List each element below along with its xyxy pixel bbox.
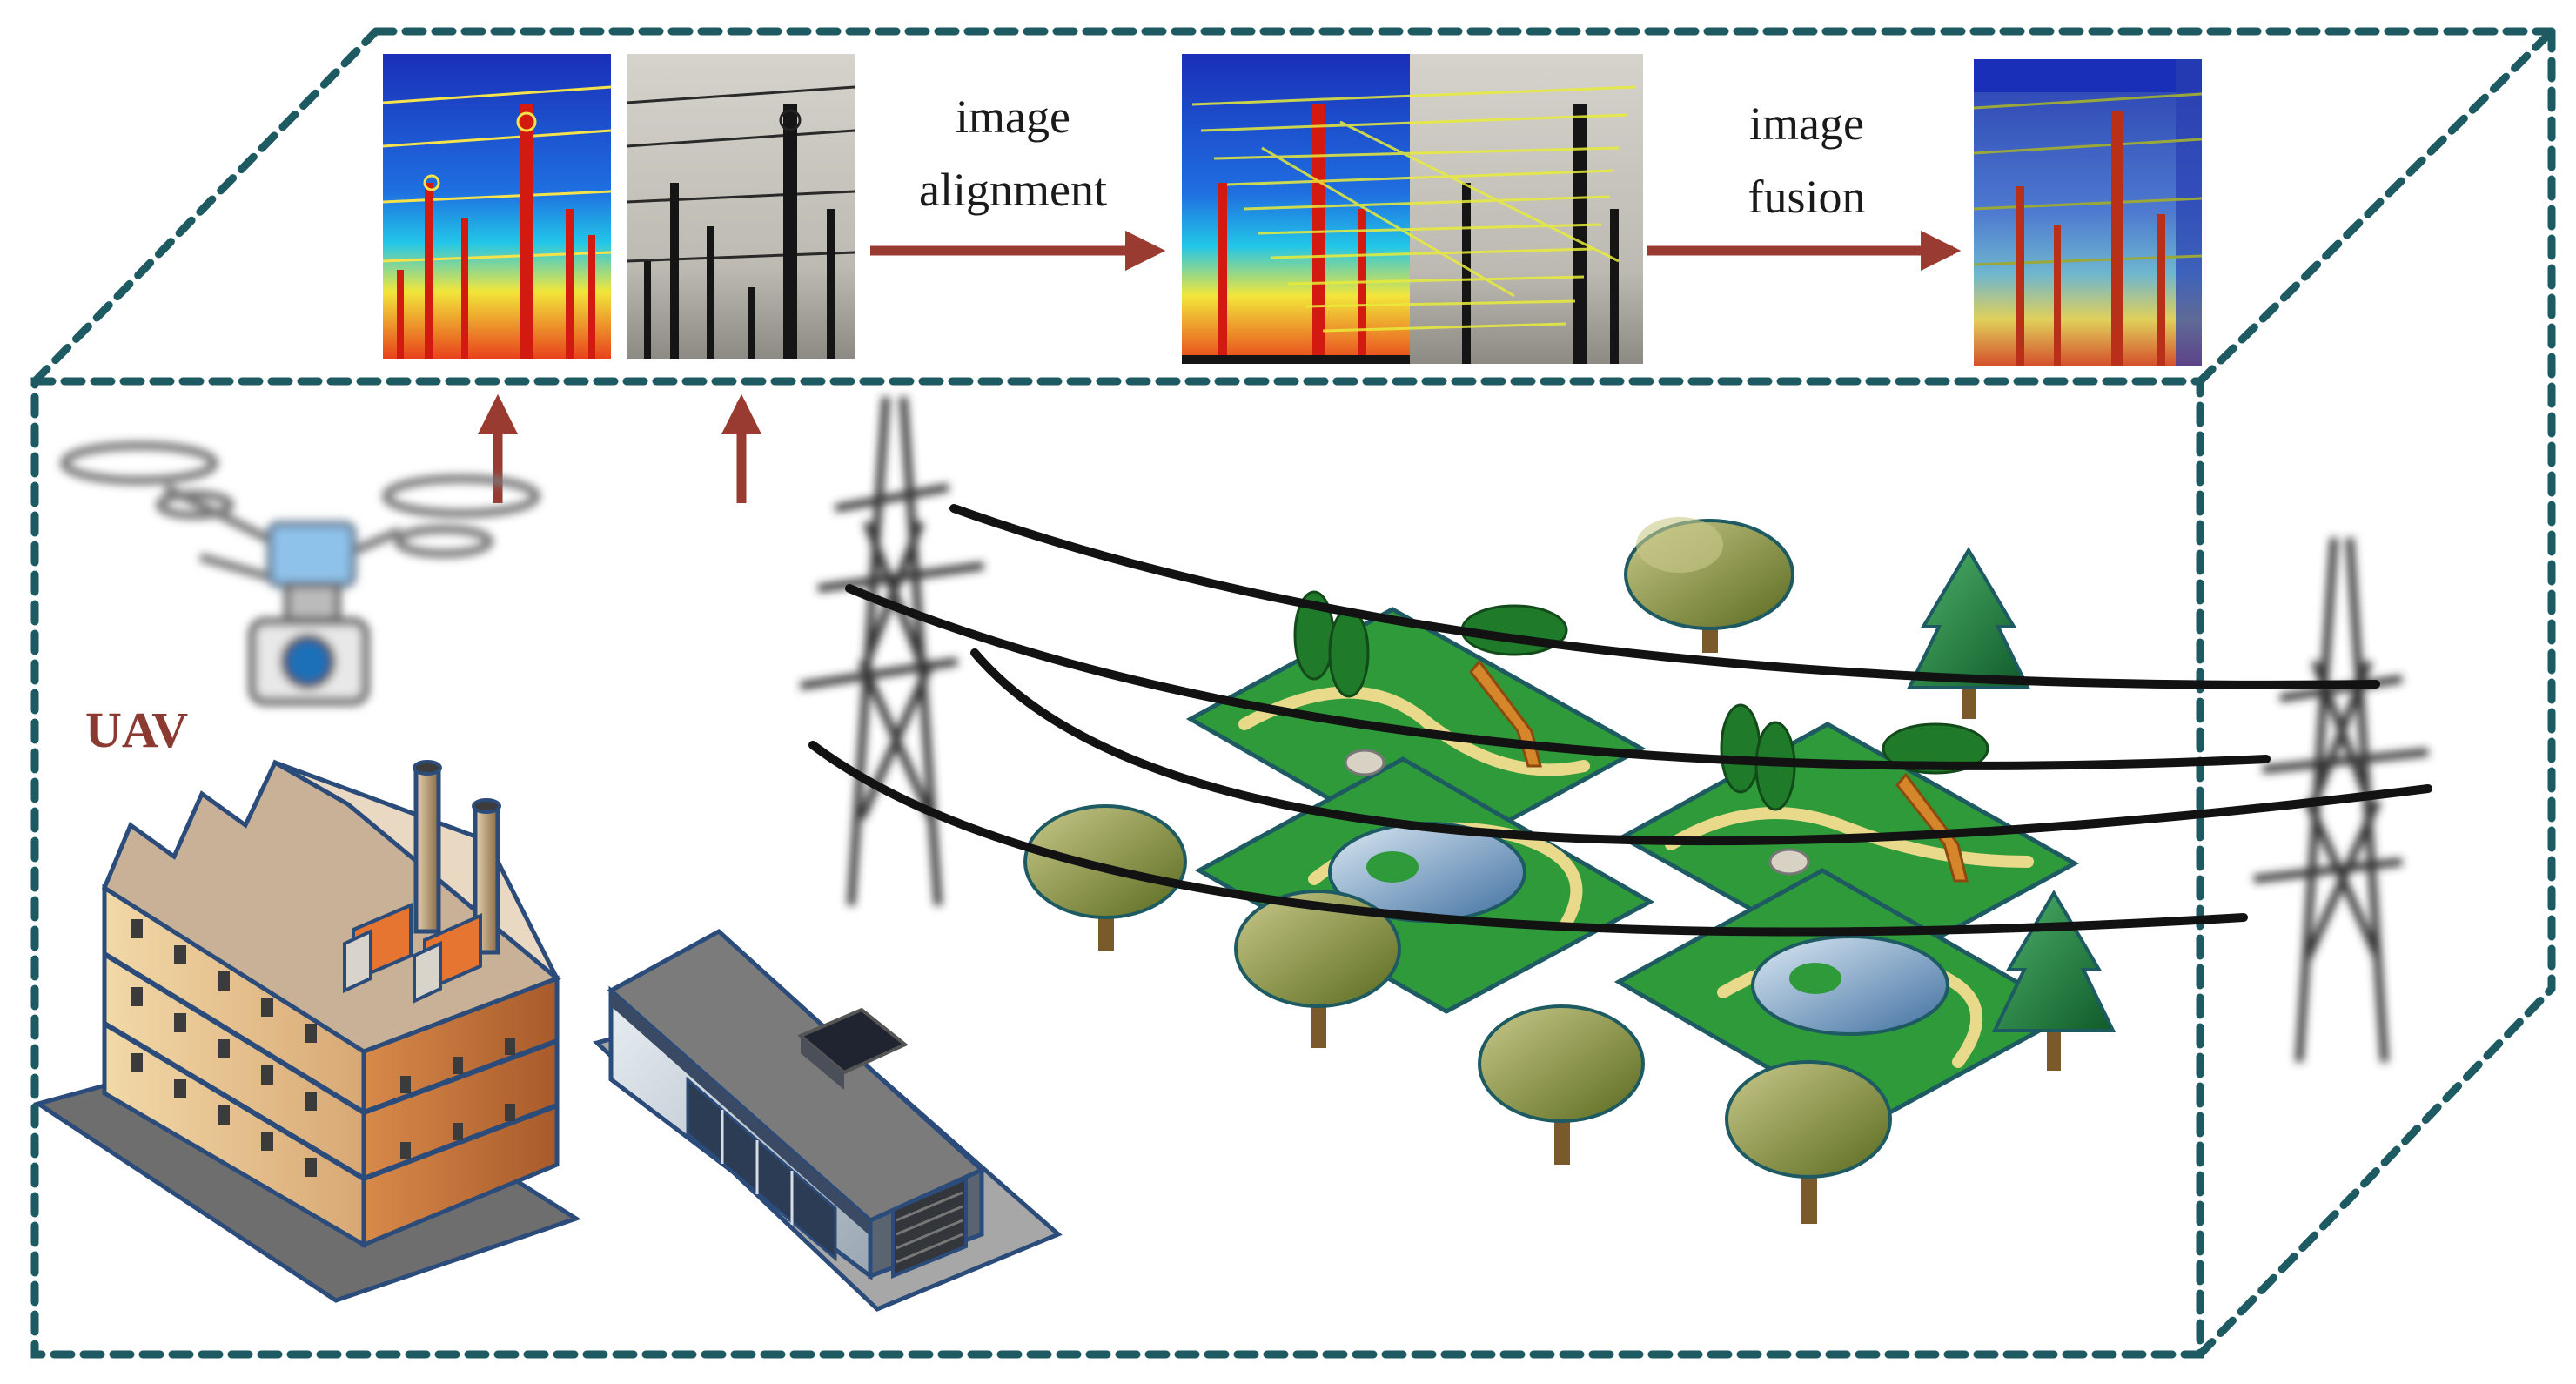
pine-icon — [1991, 890, 2116, 1071]
match-lines — [1191, 85, 1637, 333]
pine-icon — [1906, 547, 2031, 719]
power-line-1 — [949, 504, 2380, 689]
frame-diagonal-bottom-right — [2196, 984, 2556, 1359]
tree-icon — [1624, 517, 1794, 653]
fusion-label: image fusion — [1748, 97, 1866, 223]
frame-diagonal-top-right — [2196, 27, 2556, 386]
fusion-label-line2: fusion — [1748, 171, 1866, 223]
fused-image — [1973, 59, 2203, 366]
tree-icon — [1023, 804, 1187, 951]
alignment-label-line2: alignment — [919, 164, 1107, 216]
park-icon — [1185, 590, 2080, 1127]
fusion-label-line1: image — [1749, 97, 1864, 150]
power-line-2 — [845, 584, 2271, 770]
visible-image — [626, 54, 855, 359]
power-lines — [808, 504, 2432, 937]
alignment-image — [1182, 54, 1643, 364]
frame-front-face — [30, 377, 2204, 1359]
trees — [1023, 517, 2116, 1224]
tree-icon — [1478, 1004, 1645, 1165]
tree-icon — [1725, 1060, 1892, 1224]
uav-label: UAV — [85, 702, 188, 758]
pond-right — [1751, 935, 1949, 1036]
tree-icon — [1234, 890, 1401, 1048]
power-line-4 — [808, 741, 2248, 937]
dashed-frame — [30, 27, 2556, 1359]
factory-icon — [33, 759, 581, 1303]
power-line-3 — [970, 648, 2432, 846]
alignment-label: image alignment — [919, 91, 1107, 216]
frame-diagonal-top-left — [30, 27, 380, 386]
arrows — [477, 230, 1962, 503]
drone-icon — [60, 441, 540, 706]
thermal-image — [382, 54, 612, 359]
alignment-label-line1: image — [956, 91, 1070, 143]
pylon-icon — [800, 396, 984, 906]
warehouse-icon — [593, 928, 1063, 1312]
